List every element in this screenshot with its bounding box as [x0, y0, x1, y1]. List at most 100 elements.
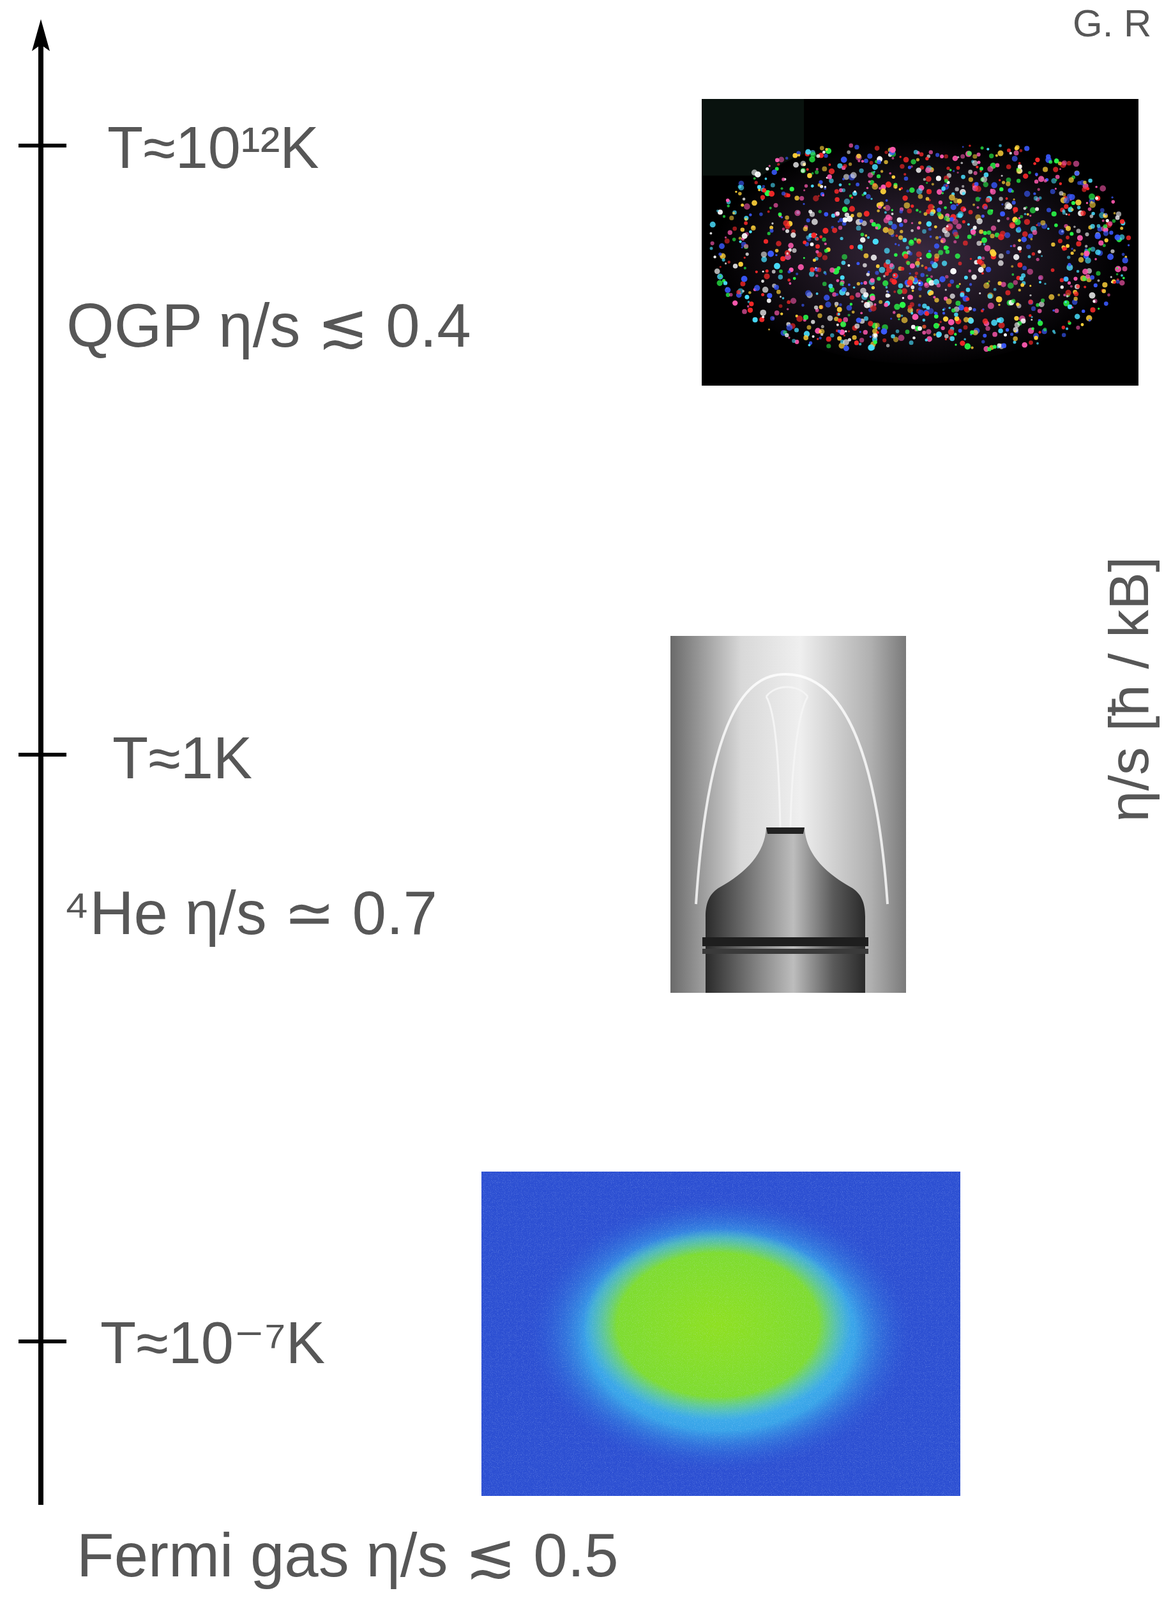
- particle-dot: [892, 273, 899, 280]
- particle-dot: [845, 291, 850, 296]
- particle-dot: [1066, 160, 1072, 166]
- particle-dot: [910, 285, 915, 290]
- particle-dot: [822, 254, 828, 260]
- particle-dot: [807, 325, 812, 330]
- particle-dot: [1004, 232, 1011, 239]
- particle-dot: [1029, 214, 1032, 217]
- particle-dot: [851, 310, 855, 314]
- particle-dot: [888, 220, 893, 226]
- particle-dot: [969, 282, 972, 286]
- particle-dot: [1028, 314, 1032, 317]
- particle-dot: [743, 221, 748, 226]
- particle-dot: [794, 327, 799, 333]
- particle-dot: [1024, 212, 1027, 216]
- particle-dot: [953, 197, 959, 204]
- particle-dot: [821, 325, 825, 329]
- particle-dot: [856, 261, 860, 265]
- particle-dot: [925, 328, 931, 334]
- particle-dot: [724, 236, 727, 239]
- particle-dot: [884, 150, 888, 154]
- particle-dot: [1119, 280, 1126, 287]
- particle-dot: [851, 196, 854, 199]
- particle-dot: [1033, 335, 1038, 340]
- particle-dot: [918, 280, 924, 287]
- particle-dot: [809, 211, 815, 218]
- particle-dot: [909, 272, 912, 275]
- particle-dot: [821, 194, 825, 197]
- particle-dot: [1098, 240, 1104, 246]
- particle-dot: [1092, 298, 1097, 304]
- particle-dot: [987, 230, 992, 235]
- particle-dot: [785, 229, 790, 234]
- particle-dot: [840, 321, 847, 327]
- particle-dot: [1048, 294, 1055, 301]
- particle-dot: [952, 155, 959, 162]
- particle-dot: [982, 333, 987, 338]
- particle-dot: [1005, 328, 1009, 332]
- particle-dot: [759, 212, 764, 217]
- particle-dot: [935, 236, 939, 240]
- particle-dot: [1102, 219, 1105, 223]
- particle-dot: [1063, 277, 1069, 282]
- particle-dot: [903, 219, 908, 223]
- particle-dot: [1027, 327, 1035, 334]
- particle-dot: [879, 266, 886, 274]
- particle-dot: [876, 174, 881, 179]
- particle-dot: [944, 178, 949, 183]
- particle-dot: [937, 211, 942, 217]
- particle-dot: [819, 305, 824, 310]
- particle-dot: [824, 249, 829, 253]
- particle-dot: [918, 303, 922, 308]
- particle-dot: [872, 183, 879, 190]
- particle-dot: [982, 318, 989, 325]
- particle-dot: [1019, 250, 1022, 253]
- particle-dot: [923, 282, 930, 289]
- particle-dot: [743, 266, 747, 270]
- particle-dot: [1095, 271, 1101, 276]
- particle-dot: [880, 169, 884, 173]
- particle-dot: [922, 330, 926, 335]
- particle-dot: [983, 243, 986, 246]
- particle-dot: [842, 164, 847, 168]
- particle-dot: [761, 293, 765, 297]
- particle-dot: [767, 231, 771, 235]
- particle-dot: [910, 229, 914, 233]
- particle-dot: [911, 222, 914, 225]
- particle-dot: [1021, 342, 1028, 348]
- particle-dot: [889, 146, 896, 154]
- particle-dot: [1054, 158, 1059, 162]
- particle-dot: [828, 178, 834, 184]
- particle-dot: [776, 289, 781, 295]
- particle-dot: [918, 294, 922, 298]
- particle-dot: [891, 157, 894, 160]
- particle-dot: [1080, 252, 1084, 257]
- particle-dot: [1009, 222, 1016, 229]
- particle-dot: [898, 234, 903, 240]
- particle-dot: [883, 160, 888, 165]
- particle-dot: [770, 228, 774, 233]
- particle-dot: [878, 187, 882, 190]
- particle-dot: [790, 232, 796, 238]
- particle-dot: [1066, 194, 1073, 200]
- particle-dot: [998, 196, 1003, 201]
- particle-dot: [950, 204, 957, 211]
- particle-dot: [863, 253, 870, 259]
- particle-dot: [855, 182, 860, 187]
- particle-dot: [987, 209, 993, 216]
- particle-dot: [815, 243, 820, 249]
- particle-dot: [809, 267, 815, 273]
- particle-dot: [983, 205, 988, 210]
- particle-dot: [925, 197, 930, 202]
- particle-dot: [949, 279, 954, 285]
- particle-dot: [870, 197, 873, 200]
- particle-dot: [1083, 285, 1087, 288]
- particle-dot: [835, 293, 839, 297]
- particle-dot: [936, 175, 942, 181]
- particle-dot: [807, 173, 813, 179]
- particle-dot: [716, 209, 719, 212]
- particle-dot: [925, 252, 932, 259]
- particle-dot: [836, 323, 839, 327]
- particle-dot: [913, 237, 917, 241]
- particle-dot: [900, 266, 905, 271]
- particle-dot: [754, 180, 758, 184]
